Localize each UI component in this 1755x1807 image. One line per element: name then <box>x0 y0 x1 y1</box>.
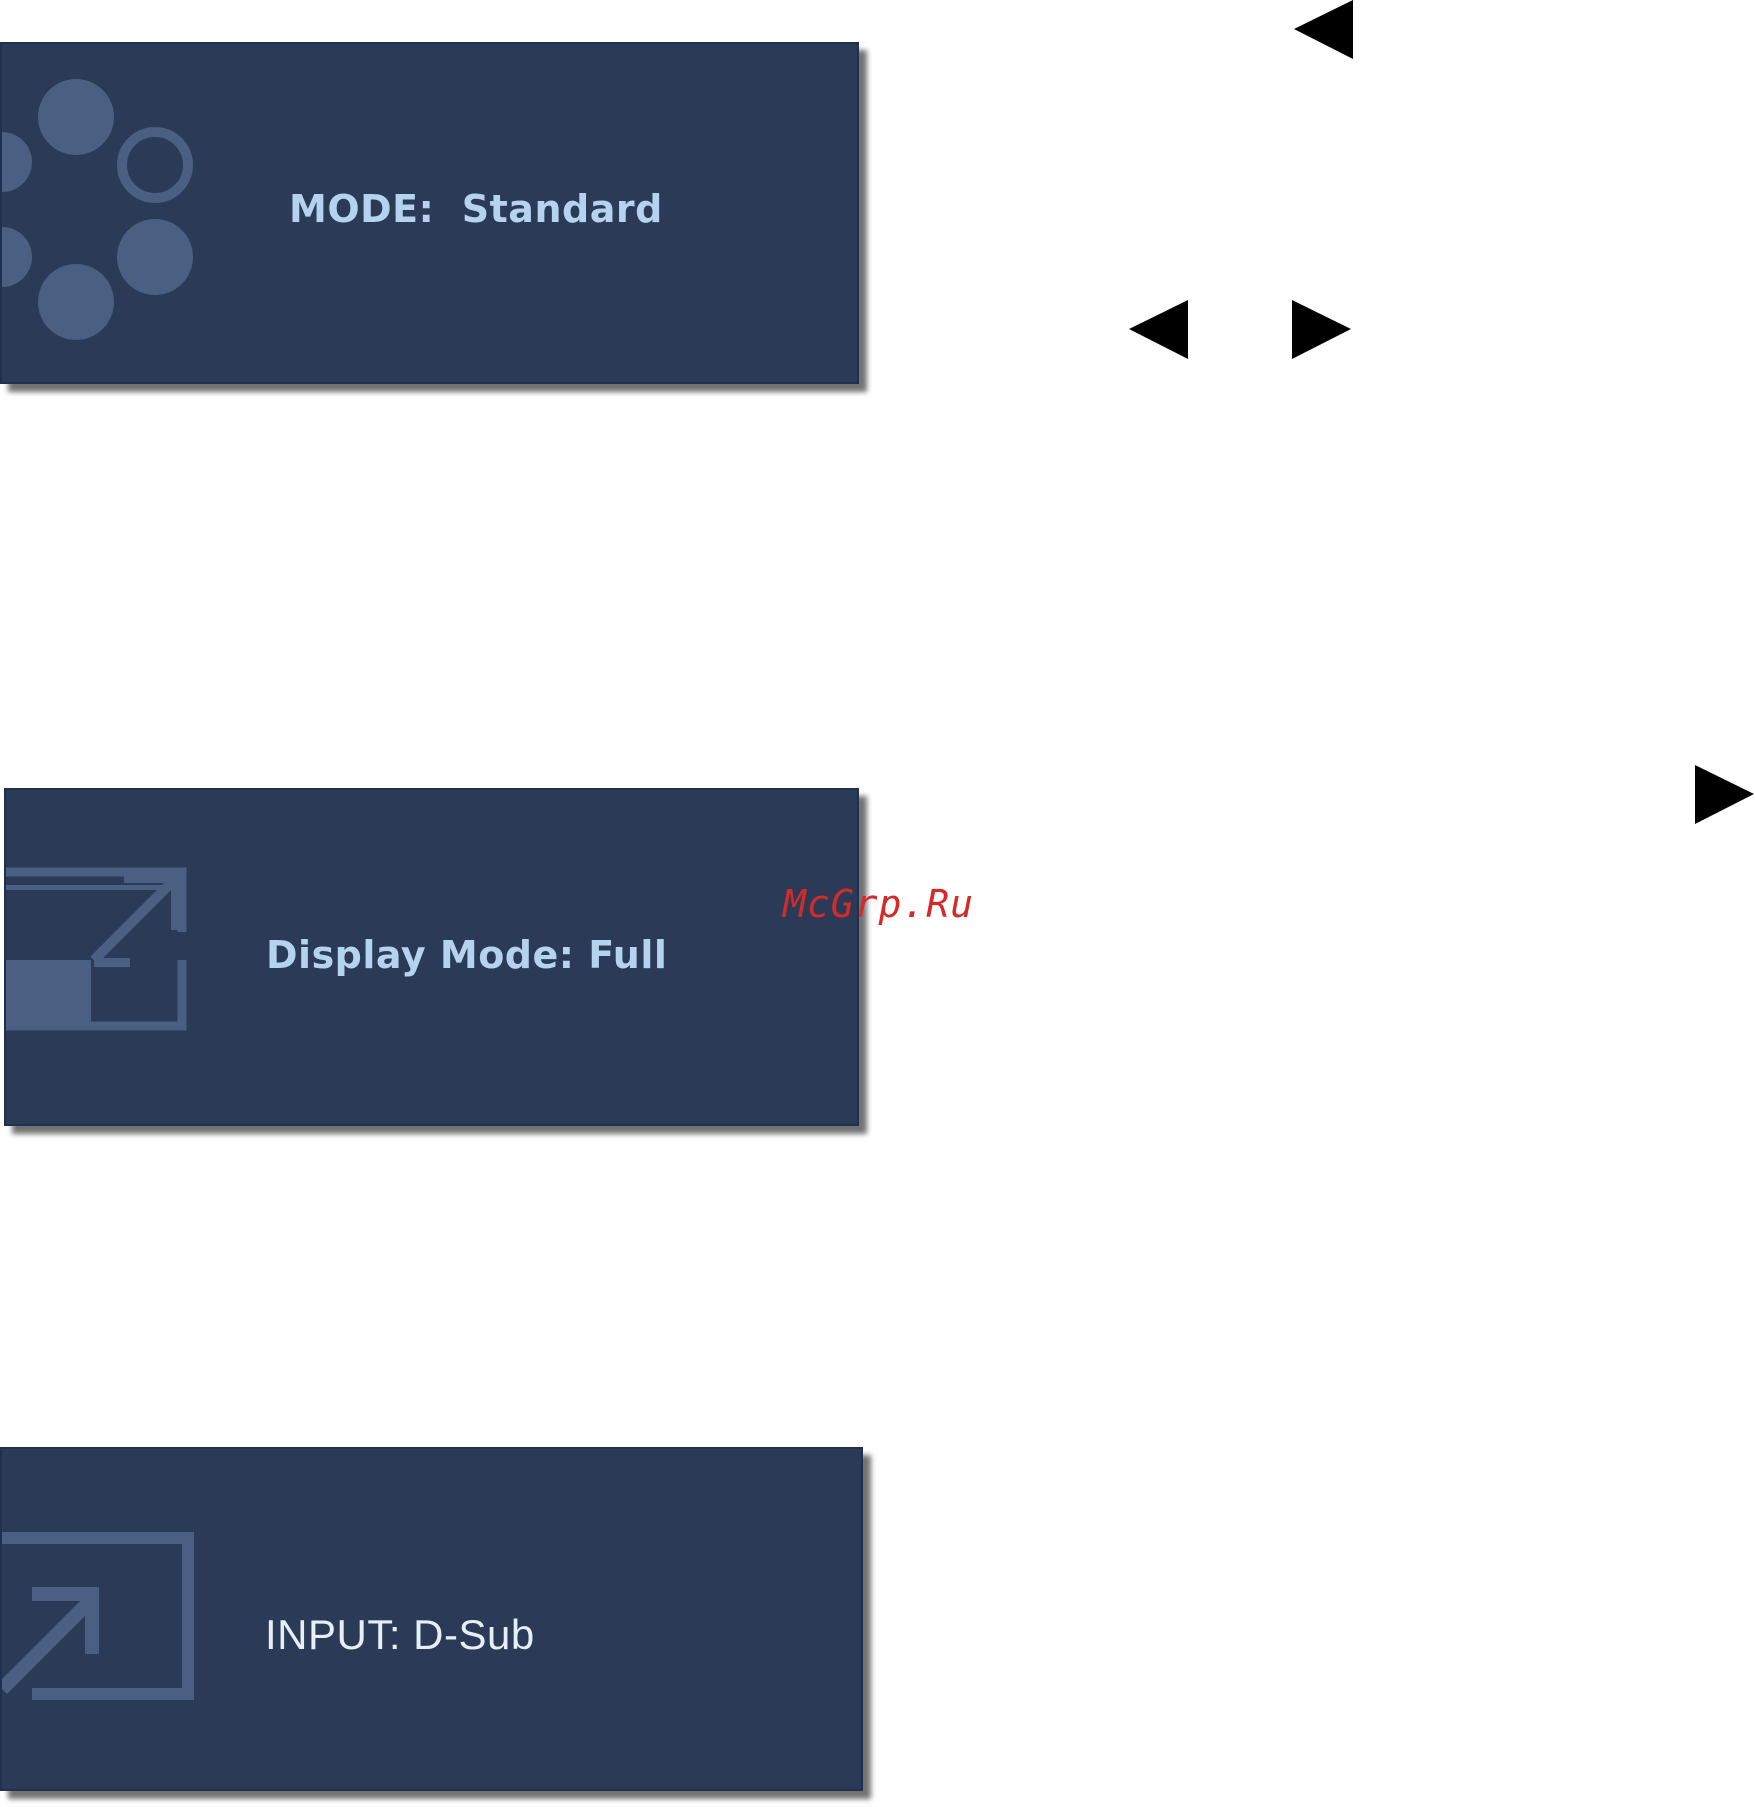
left-arrow-icon <box>1294 0 1354 60</box>
right-arrow-icon <box>1695 765 1755 825</box>
input-icon <box>2 1449 202 1789</box>
osd-input-panel: INPUT: D-Sub <box>0 1447 863 1791</box>
osd-mode-panel: MODE: Standard <box>0 42 859 384</box>
osd-display-mode-panel: Display Mode: Full <box>4 788 859 1126</box>
mode-label: MODE: Standard <box>289 187 663 231</box>
right-arrow-icon <box>1292 300 1352 360</box>
input-label: INPUT: D-Sub <box>265 1611 535 1659</box>
display-mode-label: Display Mode: Full <box>266 933 667 977</box>
watermark: McGrp.Ru <box>783 882 974 926</box>
picture-mode-icon <box>2 44 202 382</box>
left-arrow-icon <box>1129 300 1189 360</box>
display-mode-icon <box>6 790 206 1124</box>
